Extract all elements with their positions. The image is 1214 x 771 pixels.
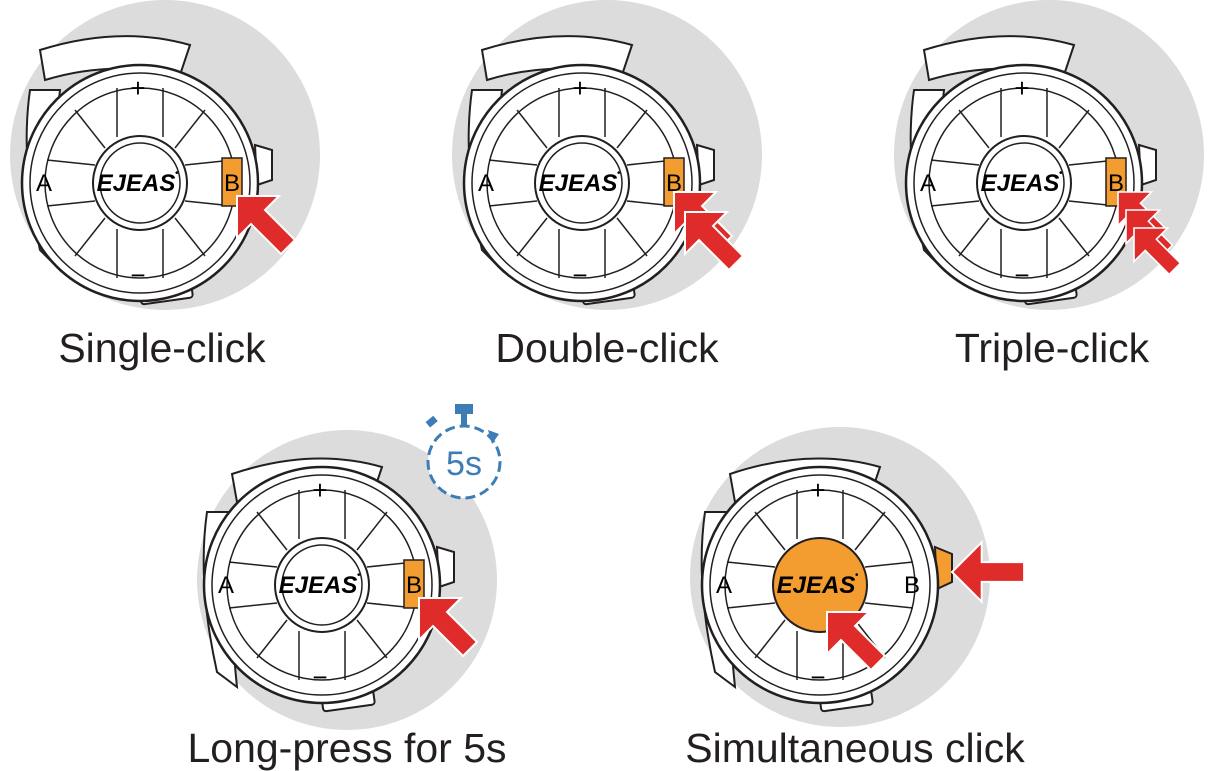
button-b-label: B [666,170,682,197]
caption: Double-click [495,325,719,371]
plus-label: + [312,475,327,505]
panel-long-press: + − A B EJEAS • 5s Long-press for 5s [187,402,522,769]
device-illustration: + − A B EJEAS • [894,0,1204,310]
button-b-label: B [406,572,422,599]
device-illustration: + − A B EJEAS • 5s [197,404,502,730]
button-a-label: A [478,170,494,197]
plus-label: + [1014,73,1029,103]
minus-label: − [312,662,327,692]
button-b-label: B [1108,170,1124,197]
ejeas-logo: EJEAS [777,572,856,599]
minus-label: − [130,260,145,290]
minus-label: − [1014,260,1029,290]
device-illustration: + − A B EJEAS • [690,427,1026,727]
ejeas-logo: EJEAS [279,572,358,599]
timer-label: 5s [446,445,482,483]
device-illustration: + − A B EJEAS • [452,0,762,310]
plus-label: + [130,73,145,103]
caption: Long-press for 5s [187,725,507,771]
press-arrow [950,539,1026,605]
press-arrow [826,611,887,672]
button-a-label: A [716,572,732,599]
button-a-label: A [218,572,234,599]
center-button-highlight [772,537,868,633]
press-arrow [236,195,297,256]
panel-triple-click: + − A B EJEAS • Triple-click [884,0,1214,369]
ejeas-logo: EJEAS [981,170,1060,197]
caption: Simultaneous click [685,725,1025,771]
ejeas-logo: EJEAS [97,170,176,197]
press-arrow [418,597,479,658]
ejeas-logo: EJEAS [539,170,618,197]
minus-label: − [810,662,825,692]
logo-mark: • [175,168,179,179]
plus-label: + [810,475,825,505]
button-a-label: A [36,170,52,197]
panel-simultaneous-click: + − A B EJEAS • Simultaneous click [685,402,1026,769]
caption: Triple-click [954,325,1150,371]
plus-label: + [572,73,587,103]
minus-label: − [572,260,587,290]
button-b-label: B [224,170,240,197]
press-arrow [684,211,745,272]
panel-double-click: + − A B EJEAS • Double-click [442,0,772,369]
press-arrow [1133,227,1182,276]
logo-mark: • [855,570,859,581]
logo-mark: • [1059,168,1063,179]
button-b-label: B [904,572,920,599]
stopwatch-icon: 5s [425,404,502,500]
logo-mark: • [357,570,361,581]
device-illustration: + − A B EJEAS • [10,0,320,310]
logo-mark: • [617,168,621,179]
button-a-label: A [920,170,936,197]
caption: Single-click [58,325,266,371]
panel-single-click: + − A B EJEAS • Single-click [0,0,330,369]
